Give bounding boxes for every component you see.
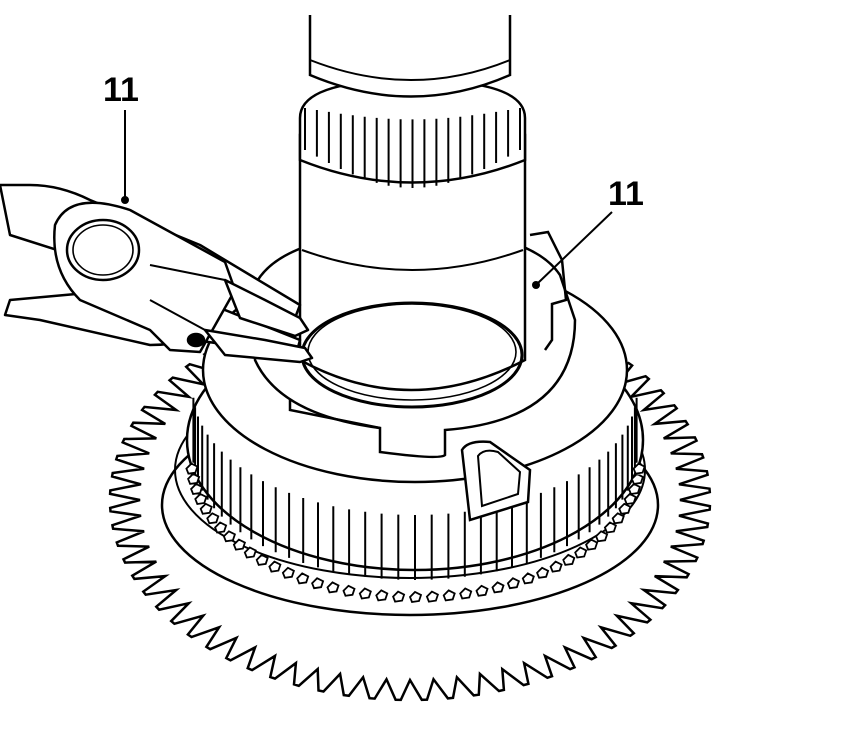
hub-step-left — [288, 400, 381, 430]
hub-slot-right — [529, 230, 568, 351]
callout-dot-circlip — [532, 281, 540, 289]
dog-teeth-chamfers — [185, 462, 646, 603]
circlip-pliers — [0, 183, 314, 364]
callout-leader-circlip — [537, 211, 613, 284]
callout-label-pliers: 11 — [103, 71, 139, 109]
pliers-tip-upper — [223, 278, 310, 338]
pliers-pivot — [65, 218, 141, 282]
spline-teeth — [304, 108, 521, 188]
shaft-upper-body — [308, 15, 512, 98]
pliers-pivot-inner — [72, 224, 134, 276]
dog-teeth — [192, 397, 638, 580]
shaft — [298, 15, 527, 409]
pliers-jaw-line — [149, 264, 226, 331]
pliers-tip-lower — [203, 328, 314, 364]
callout-circlip: 11 — [532, 175, 644, 289]
hub-slot-front-inner — [476, 449, 522, 508]
callout-pliers: 11 — [103, 71, 139, 204]
shaft-step-line — [301, 249, 524, 271]
pliers-rivet — [186, 332, 206, 348]
shaft-lower-body — [298, 133, 527, 392]
shaft-upper-shoulder — [309, 59, 511, 81]
callout-dot-pliers — [121, 196, 129, 204]
callout-label-circlip: 11 — [608, 175, 644, 213]
